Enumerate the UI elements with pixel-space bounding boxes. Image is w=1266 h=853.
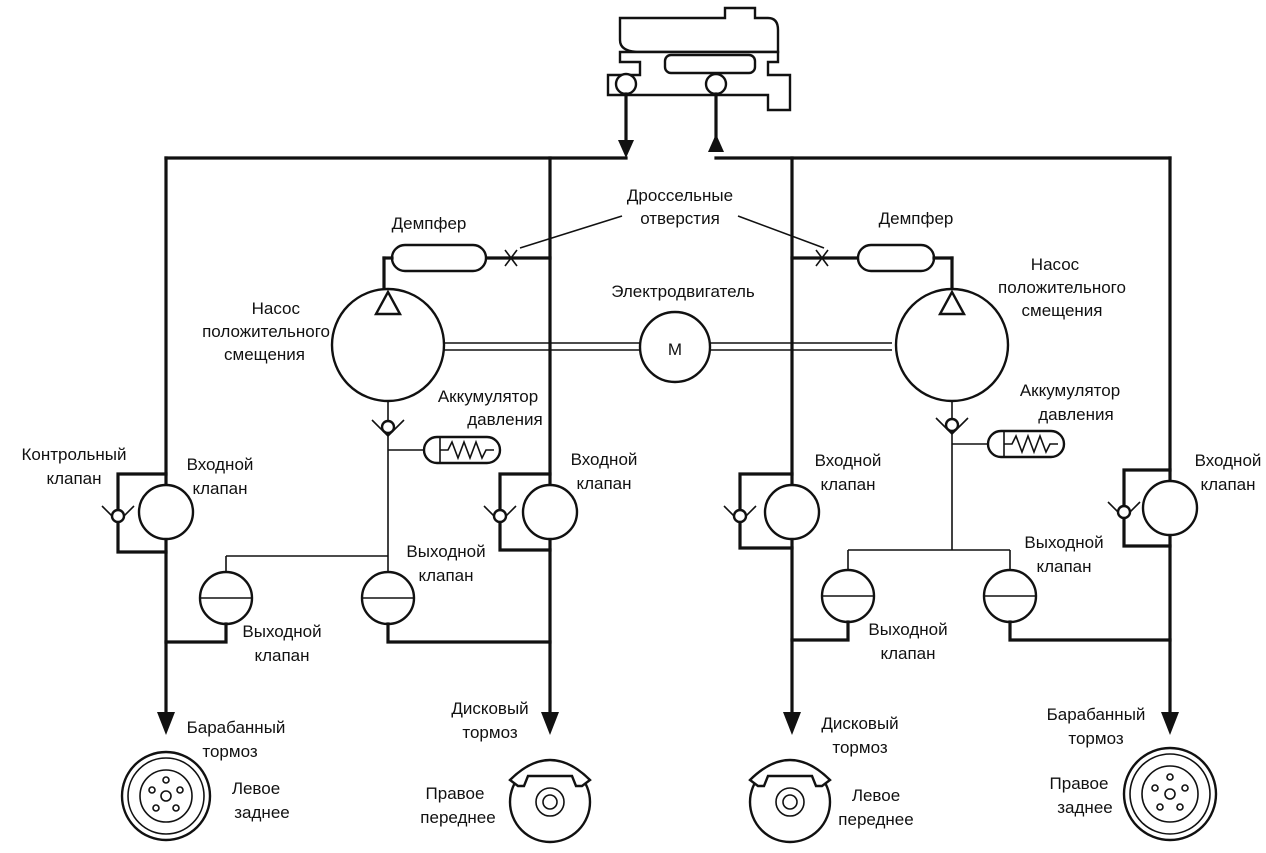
- inlet-valve-left-outer: [137, 483, 195, 541]
- wheel-rear-right-label-1: Правое: [1050, 774, 1109, 793]
- left-outer-inlet-group: [101, 472, 195, 554]
- wheel-front-right-label-1: Правое: [426, 784, 485, 803]
- drum-brake-left: [120, 750, 212, 842]
- damper-right: [856, 243, 936, 273]
- outlet-right-outer-label-2: клапан: [880, 644, 935, 663]
- pump-right-label-2: положительного: [998, 278, 1126, 297]
- pump-left-label-1: Насос: [252, 299, 301, 318]
- outlet-right-inner-label-2: клапан: [1036, 557, 1091, 576]
- check-valve-label-2: клапан: [46, 469, 101, 488]
- accumulator-left: [422, 435, 502, 465]
- inlet-left-inner-label-1: Входной: [571, 450, 638, 469]
- outlet-valve-left-outer: [198, 570, 254, 626]
- throttle-orifice-left-icon: [504, 249, 518, 267]
- motor-label: Электродвигатель: [611, 282, 755, 301]
- damper-left: [390, 243, 488, 273]
- inlet-valve-right-inner: [763, 483, 821, 541]
- pump-left-label-3: смещения: [224, 345, 305, 364]
- left-pump-section: [164, 243, 640, 644]
- damper-right-label: Демпфер: [879, 209, 954, 228]
- drum-right-label-2: тормоз: [1068, 729, 1123, 748]
- disc-left-label-1: Дисковый: [451, 699, 528, 718]
- inlet-left-outer-label-1: Входной: [187, 455, 254, 474]
- drum-left-label-1: Барабанный: [187, 718, 286, 737]
- right-inner-inlet-group: [723, 472, 821, 550]
- accumulator-right-label-1: Аккумулятор: [1020, 381, 1120, 400]
- master-cylinder: [606, 6, 792, 112]
- disc-brake-right-front: [508, 758, 592, 844]
- outlet-left-inner-label-2: клапан: [418, 566, 473, 585]
- outlet-left-outer-label-1: Выходной: [242, 622, 321, 641]
- check-valve-left: [110, 508, 126, 524]
- check-valve-label-1: Контрольный: [22, 445, 127, 464]
- throttle-label-1: Дроссельные: [627, 186, 733, 205]
- wheel-rear-left-label-1: Левое: [232, 779, 280, 798]
- inlet-valve-left-inner: [521, 483, 579, 541]
- damper-left-label: Демпфер: [392, 214, 467, 233]
- outlet-valve-right-outer: [820, 568, 876, 624]
- motor-letter: M: [668, 340, 682, 359]
- outlet-right-inner-label-1: Выходной: [1024, 533, 1103, 552]
- inlet-right-inner-label-2: клапан: [820, 475, 875, 494]
- inlet-right-inner-label-1: Входной: [815, 451, 882, 470]
- motor: M: [638, 310, 892, 384]
- throttle-label-2: отверстия: [640, 209, 720, 228]
- pump-right-label-3: смещения: [1022, 301, 1103, 320]
- inlet-left-inner-label-2: клапан: [576, 474, 631, 493]
- accumulator-right: [986, 429, 1066, 459]
- pump-left-label-2: положительного: [202, 322, 330, 341]
- outlet-right-outer-label-1: Выходной: [868, 620, 947, 639]
- accumulator-left-label-1: Аккумулятор: [438, 387, 538, 406]
- inlet-right-outer-label-2: клапан: [1200, 475, 1255, 494]
- throttle-orifice-right-icon: [815, 249, 829, 267]
- disc-right-label-2: тормоз: [832, 738, 887, 757]
- throttle-leaders: [519, 215, 825, 249]
- master-cylinder-outlets: [618, 92, 724, 158]
- accumulator-right-label-2: давления: [1038, 405, 1113, 424]
- right-outer-inlet-group: [1107, 468, 1199, 548]
- wheel-front-left-label-2: переднее: [838, 810, 913, 829]
- accumulator-left-label-2: давления: [467, 410, 542, 429]
- wheel-rear-right-label-2: заднее: [1057, 798, 1112, 817]
- pump-right-label-1: Насос: [1031, 255, 1080, 274]
- outlet-left-inner-label-1: Выходной: [406, 542, 485, 561]
- drum-brake-right: [1122, 746, 1218, 842]
- wheel-front-left-label-1: Левое: [852, 786, 900, 805]
- right-circuit-lines: [714, 156, 1179, 735]
- disc-left-label-2: тормоз: [462, 723, 517, 742]
- left-inner-inlet-group: [483, 472, 579, 552]
- drum-left-label-2: тормоз: [202, 742, 257, 761]
- wheel-front-right-label-2: переднее: [420, 808, 495, 827]
- disc-brake-left-front: [748, 758, 832, 844]
- outlet-valve-right-inner: [982, 568, 1038, 624]
- wheel-rear-left-label-2: заднее: [234, 803, 289, 822]
- inlet-right-outer-label-1: Входной: [1195, 451, 1262, 470]
- disc-right-label-1: Дисковый: [821, 714, 898, 733]
- drum-right-label-1: Барабанный: [1047, 705, 1146, 724]
- outlet-left-outer-label-2: клапан: [254, 646, 309, 665]
- right-pump-section: [790, 243, 1172, 642]
- labels: Дроссельные отверстия Демпфер Демпфер Эл…: [22, 186, 1262, 829]
- inlet-valve-right-outer: [1141, 479, 1199, 537]
- left-circuit-lines: [157, 156, 628, 735]
- outlet-valve-left-inner: [360, 570, 416, 626]
- inlet-left-outer-label-2: клапан: [192, 479, 247, 498]
